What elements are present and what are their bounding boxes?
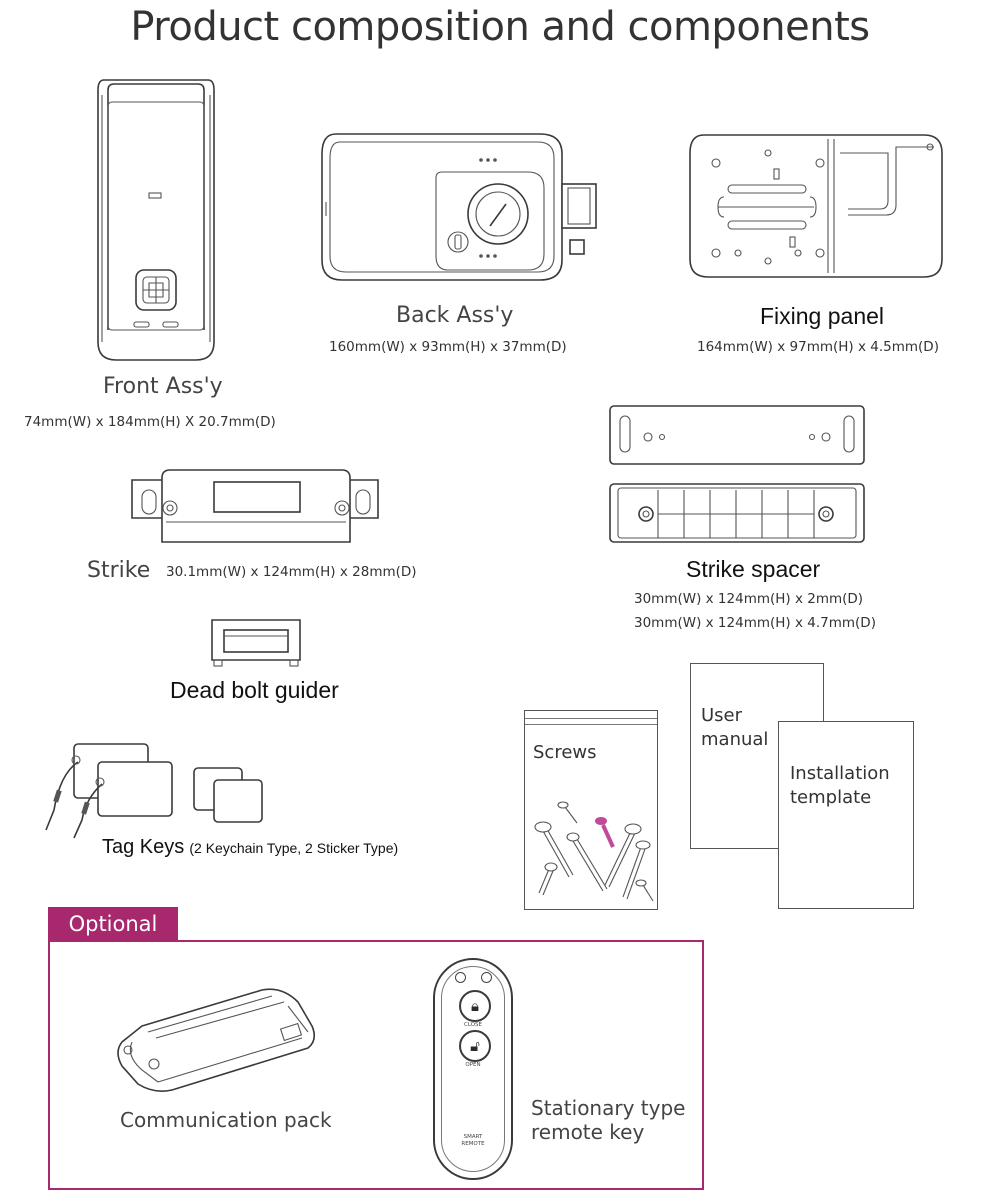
strike-label: Strike	[87, 558, 151, 583]
fixing-panel-dimensions: 164mm(W) x 97mm(H) x 4.5mm(D)	[697, 339, 939, 355]
fixing-panel-label: Fixing panel	[760, 303, 885, 329]
remote-key-label-line2: remote key	[531, 1120, 645, 1144]
user-manual-line2: manual	[701, 729, 769, 750]
tag-keys-illustration	[45, 743, 263, 839]
strike-illustration	[131, 469, 379, 543]
user-manual-line1: User	[701, 705, 743, 726]
led-icon	[455, 972, 466, 983]
back-assy-dimensions: 160mm(W) x 93mm(H) x 37mm(D)	[329, 339, 567, 355]
fixing-panel-illustration	[689, 134, 943, 278]
remote-key-illustration: 🔒︎ CLOSE 🔓︎ OPEN SMART REMOTE	[433, 958, 513, 1180]
bag-seal-line	[525, 715, 657, 719]
dead-bolt-guider-illustration	[211, 619, 301, 667]
strike-spacer-dimensions-2: 30mm(W) x 124mm(H) x 4.7mm(D)	[634, 615, 876, 631]
remote-inner-outline	[441, 966, 505, 1172]
bag-seal-line	[525, 721, 657, 725]
close-button-label: CLOSE	[463, 1022, 482, 1028]
open-button-label: OPEN	[465, 1062, 481, 1068]
front-assy-dimensions: 74mm(W) x 184mm(H) X 20.7mm(D)	[24, 414, 276, 430]
remote-brand-line2: REMOTE	[461, 1141, 485, 1147]
remote-brand-line1: SMART	[463, 1134, 483, 1140]
communication-pack-illustration	[117, 988, 316, 1092]
installation-template: Installation template	[778, 721, 914, 909]
open-lock-icon: 🔓︎	[459, 1030, 491, 1062]
optional-section	[48, 940, 704, 1190]
back-assy-label: Back Ass'y	[396, 303, 514, 328]
remote-key-label-line1: Stationary type	[531, 1096, 686, 1120]
tag-keys-label: Tag Keys	[102, 836, 185, 858]
screws-illustration	[534, 801, 654, 902]
strike-spacer-label: Strike spacer	[686, 556, 821, 582]
strike-dimensions: 30.1mm(W) x 124mm(H) x 28mm(D)	[166, 564, 417, 580]
installation-template-line2: template	[790, 787, 872, 808]
page-title: Product composition and components	[130, 4, 870, 50]
dead-bolt-guider-label: Dead bolt guider	[170, 677, 339, 703]
front-assy-label: Front Ass'y	[103, 374, 223, 399]
front-assy-illustration	[97, 79, 215, 361]
screws-bag: Screws	[524, 710, 658, 910]
screws-label: Screws	[533, 742, 597, 763]
strike-spacer-dimensions-1: 30mm(W) x 124mm(H) x 2mm(D)	[634, 591, 864, 607]
close-lock-icon: 🔒︎	[459, 990, 491, 1022]
optional-tab: Optional	[48, 907, 178, 941]
tag-keys-detail: (2 Keychain Type, 2 Sticker Type)	[189, 840, 399, 856]
tag-keys-caption: Tag Keys (2 Keychain Type, 2 Sticker Typ…	[102, 836, 398, 859]
strike-spacer-illustration	[609, 405, 865, 543]
communication-pack-label: Communication pack	[120, 1108, 332, 1132]
led-icon	[481, 972, 492, 983]
installation-template-line1: Installation	[790, 763, 890, 784]
back-assy-illustration	[321, 133, 597, 281]
